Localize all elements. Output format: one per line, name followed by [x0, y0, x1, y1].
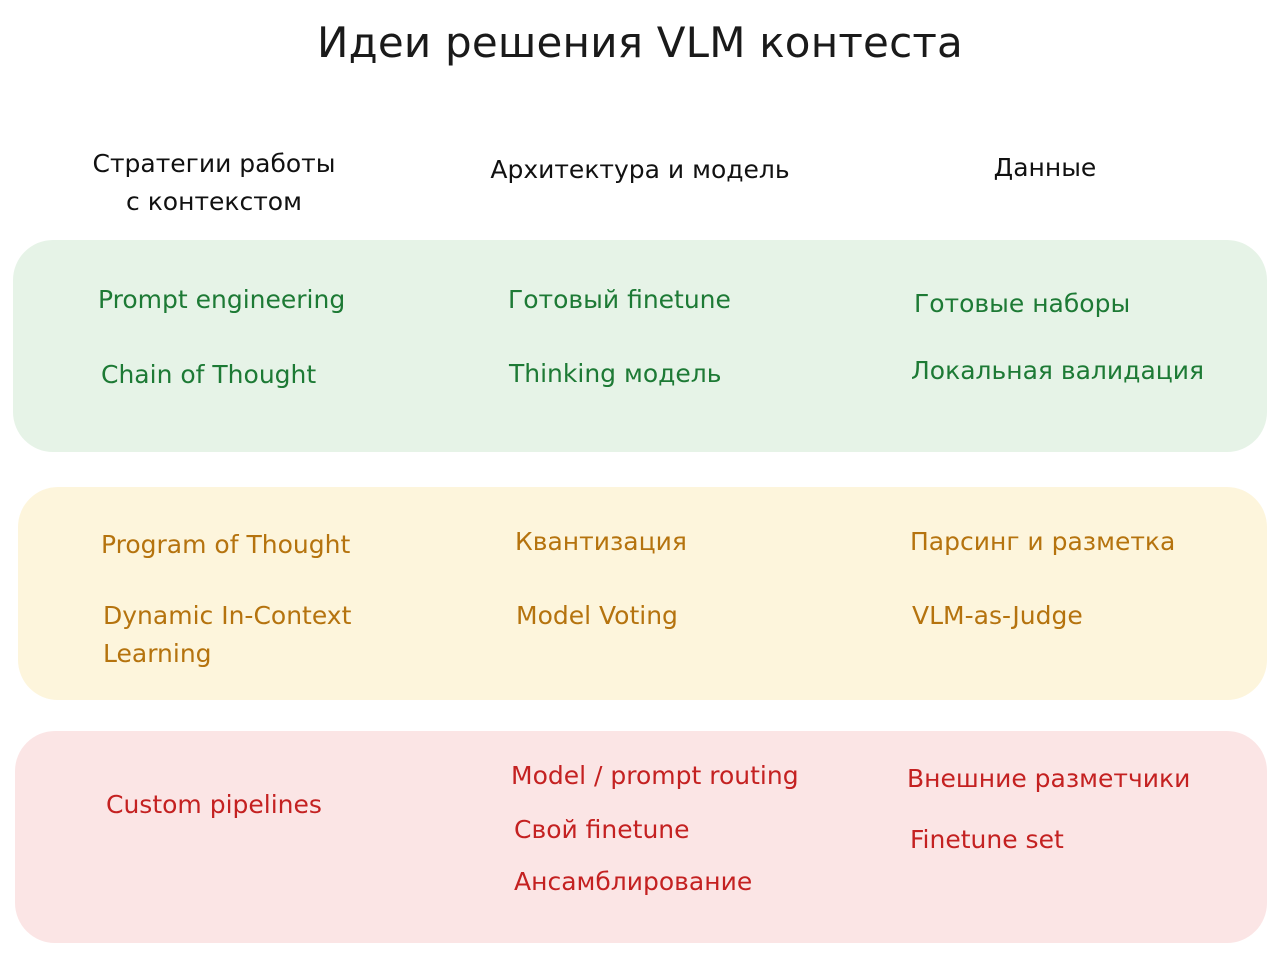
idea-quantization: Квантизация: [515, 527, 687, 556]
idea-ready-finetune: Готовый finetune: [508, 285, 731, 314]
idea-parsing-and-labeling: Парсинг и разметка: [910, 527, 1176, 556]
idea-dynamic-in-context-learning: Dynamic In-Context Learning: [103, 601, 352, 668]
idea-model-prompt-routing: Model / prompt routing: [511, 761, 799, 790]
idea-thinking-model: Thinking модель: [509, 359, 722, 388]
idea-prompt-engineering: Prompt engineering: [98, 285, 346, 314]
idea-finetune-set: Finetune set: [910, 825, 1064, 854]
column-header-context-strategies: Стратегии работы с контекстом: [92, 149, 336, 216]
band-yellow: [18, 487, 1267, 700]
idea-program-of-thought: Program of Thought: [101, 530, 351, 559]
band-green: [13, 240, 1267, 452]
column-header-architecture-model: Архитектура и модель: [490, 155, 790, 184]
idea-own-finetune: Свой finetune: [514, 815, 690, 844]
idea-custom-pipelines: Custom pipelines: [106, 790, 322, 819]
idea-ensembling: Ансамблирование: [514, 867, 753, 896]
idea-model-voting: Model Voting: [516, 601, 678, 630]
column-header-data: Данные: [993, 153, 1097, 182]
idea-ready-datasets: Готовые наборы: [914, 289, 1131, 318]
idea-external-labelers: Внешние разметчики: [907, 764, 1191, 793]
band-red: [15, 731, 1267, 943]
idea-vlm-as-judge: VLM-as-Judge: [912, 601, 1083, 630]
idea-chain-of-thought: Chain of Thought: [101, 360, 317, 389]
idea-local-validation: Локальная валидация: [911, 356, 1205, 385]
page-title: Идеи решения VLM контеста: [317, 18, 963, 67]
